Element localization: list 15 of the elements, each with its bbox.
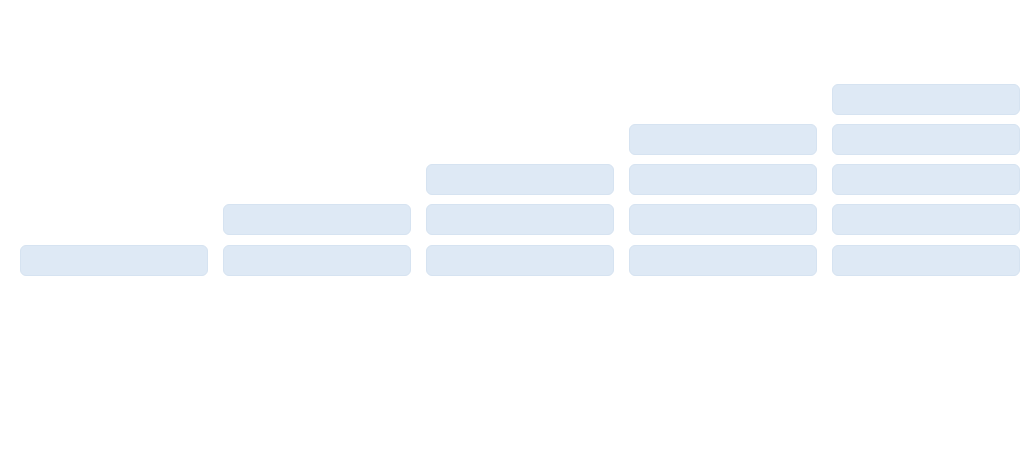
empty-box bbox=[629, 204, 817, 235]
empty-box bbox=[426, 204, 614, 235]
empty-box bbox=[629, 164, 817, 195]
empty-box bbox=[20, 245, 208, 276]
empty-box bbox=[832, 245, 1020, 276]
empty-box bbox=[832, 204, 1020, 235]
empty-box bbox=[832, 84, 1020, 115]
empty-box bbox=[223, 204, 411, 235]
empty-box bbox=[832, 124, 1020, 155]
empty-box bbox=[223, 245, 411, 276]
empty-box bbox=[426, 245, 614, 276]
empty-box bbox=[629, 124, 817, 155]
empty-box bbox=[832, 164, 1020, 195]
empty-box bbox=[426, 164, 614, 195]
empty-box bbox=[629, 245, 817, 276]
